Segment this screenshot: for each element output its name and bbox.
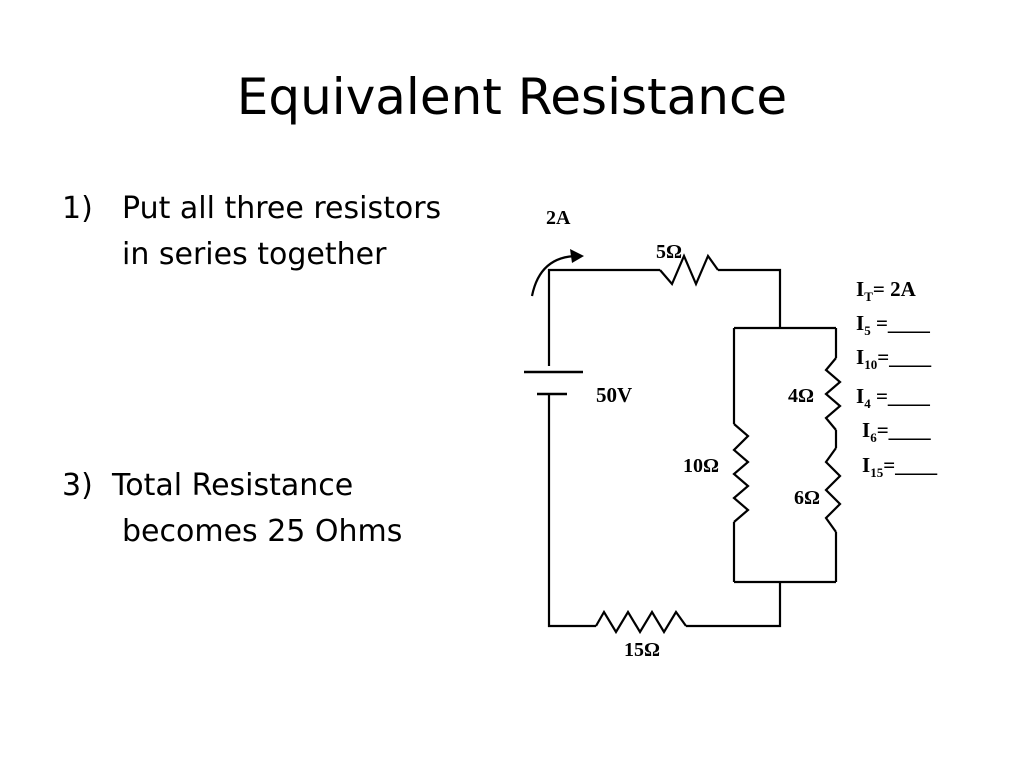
current-value: =____ xyxy=(877,418,931,442)
current-subscript: 10 xyxy=(864,357,877,372)
current-value: =____ xyxy=(877,345,931,369)
current-subscript: 6 xyxy=(870,430,877,445)
resistor-4-label: 4Ω xyxy=(788,385,814,407)
current-subscript: 5 xyxy=(864,323,871,338)
battery-label: 50V xyxy=(596,383,632,407)
current-subscript: 4 xyxy=(864,396,871,411)
wire-left-top xyxy=(547,268,660,366)
wire-bottom-right xyxy=(686,582,782,628)
list-item-text: Put all three resistors in series togeth… xyxy=(122,186,441,278)
resistor-15-ohm xyxy=(595,609,687,635)
current-item-10: I10=____ xyxy=(856,345,932,372)
current-value: =____ xyxy=(871,384,931,408)
current-subscript: T xyxy=(864,289,873,304)
current-symbol: I xyxy=(856,311,864,335)
slide-title: Equivalent Resistance xyxy=(236,68,788,126)
wire-bottom-left xyxy=(547,394,596,628)
current-subscript: 15 xyxy=(870,465,884,480)
current-arrow-arc xyxy=(530,254,579,297)
current-item-6: I6=____ xyxy=(862,418,931,445)
current-label: 2A xyxy=(546,207,571,229)
list-item-number: 1) xyxy=(62,191,93,226)
list-item-line: becomes 25 Ohms xyxy=(122,514,403,549)
current-symbol: I xyxy=(856,384,864,408)
list-item-line: in series together xyxy=(122,237,387,272)
current-symbol: I xyxy=(862,418,870,442)
resistor-6-ohm xyxy=(824,447,842,533)
resistor-5-label: 5Ω xyxy=(656,241,682,263)
current-value: = 2A xyxy=(873,277,917,301)
resistor-10-label: 10Ω xyxy=(683,455,719,477)
current-item-5: I5 =____ xyxy=(856,311,930,338)
current-item-4: I4 =____ xyxy=(856,384,930,411)
resistor-4-ohm xyxy=(824,357,842,431)
wire-top-right xyxy=(718,268,782,328)
resistor-15-label: 15Ω xyxy=(624,639,660,661)
current-arrow-head xyxy=(570,249,584,263)
list-item-line: Put all three resistors xyxy=(122,191,442,226)
list-item-line: Total Resistance xyxy=(112,468,354,503)
current-value: =____ xyxy=(871,311,931,335)
current-value: =____ xyxy=(883,453,937,477)
resistor-6-label: 6Ω xyxy=(794,487,820,509)
resistor-10-ohm xyxy=(732,423,750,523)
current-symbol: I xyxy=(856,345,864,369)
current-item-total: IT= 2A xyxy=(856,277,917,304)
current-item-15: I15=____ xyxy=(862,453,938,480)
current-symbol: I xyxy=(856,277,864,301)
current-symbol: I xyxy=(862,453,870,477)
resistor-5-ohm xyxy=(659,253,719,287)
list-item-number: 3) xyxy=(62,468,93,503)
